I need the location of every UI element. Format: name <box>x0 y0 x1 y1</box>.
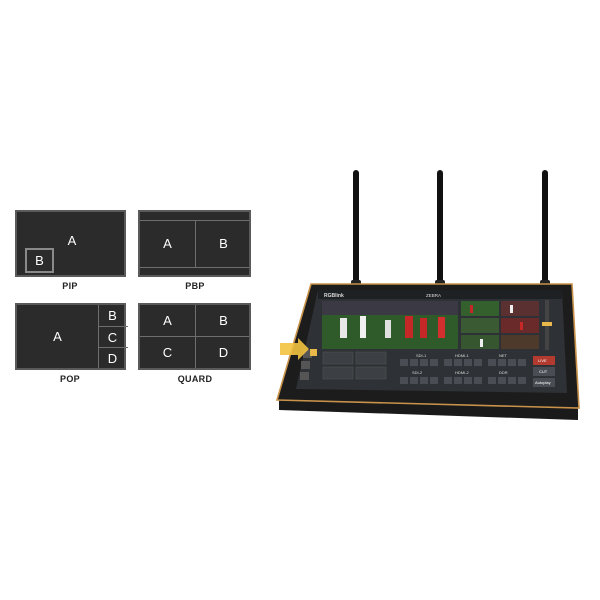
pop-layout-diagram: A B C D <box>15 303 128 370</box>
pop-side-label: D <box>107 350 118 366</box>
input-group-label: SDI-1 <box>416 353 427 358</box>
left-control-buttons[interactable] <box>300 349 317 380</box>
quard-cell-label: A <box>163 313 172 328</box>
device-bezel <box>275 283 580 409</box>
pip-inset-window: B <box>25 248 54 273</box>
pop-caption: POP <box>60 374 80 384</box>
quard-layout-diagram: A B C D <box>138 303 251 370</box>
quard-caption: QUARD <box>177 374 213 384</box>
live-button[interactable] <box>533 356 555 365</box>
pop-vertical-divider <box>98 305 99 368</box>
autoplay-button[interactable] <box>533 378 555 387</box>
pbp-top-divider <box>140 220 249 221</box>
quard-horizontal-divider <box>140 336 249 337</box>
pop-side-label: B <box>108 308 117 323</box>
pip-inset-label: B <box>35 253 44 268</box>
pip-caption: PIP <box>62 281 78 291</box>
transition-keypad[interactable] <box>322 351 387 380</box>
input-group-label: DDR <box>499 370 508 375</box>
pbp-left-label: A <box>163 236 172 251</box>
pbp-layout-diagram: A B <box>138 210 251 277</box>
device-screen <box>296 290 567 393</box>
pop-side-divider-1 <box>98 326 128 327</box>
brand-logo: RGBlink <box>324 293 344 299</box>
input-group-label: HDMI-2 <box>455 370 470 375</box>
input-group-label: HDMI-1 <box>455 353 470 358</box>
multiview-thumbnails <box>461 301 539 349</box>
autoplay-button-label: Autoplay <box>535 380 551 385</box>
input-group-label: NET <box>499 353 508 358</box>
pbp-bottom-divider <box>140 267 249 268</box>
quard-cell-label: B <box>219 313 228 328</box>
main-preview-window <box>322 301 458 349</box>
input-button-grid[interactable] <box>400 359 526 384</box>
quard-cell-label: D <box>218 345 229 360</box>
live-button-label: LIVE <box>538 358 547 363</box>
pbp-center-divider <box>195 220 196 267</box>
cut-button[interactable] <box>533 367 555 376</box>
pop-side-label: C <box>107 329 118 345</box>
quard-cell-label: C <box>162 345 173 360</box>
input-group-label: SDI-2 <box>412 370 423 375</box>
pbp-caption: PBP <box>185 281 205 291</box>
pop-side-divider-2 <box>98 347 128 348</box>
screen-title: ZEBRA <box>426 293 441 298</box>
audio-level-slider[interactable] <box>545 300 549 350</box>
pop-main-label: A <box>53 329 62 344</box>
antenna-icon <box>435 170 445 290</box>
screen-top-bar <box>318 290 562 299</box>
pointer-arrow-icon <box>280 338 309 360</box>
pip-main-label: A <box>67 232 77 248</box>
slider-knob[interactable] <box>542 322 552 326</box>
pip-layout-diagram: A B <box>15 210 126 277</box>
antenna-icon <box>540 170 550 290</box>
device-base <box>279 396 578 420</box>
antenna-icon <box>351 170 361 290</box>
cut-button-label: CUT <box>539 369 548 374</box>
pbp-right-label: B <box>219 236 228 251</box>
